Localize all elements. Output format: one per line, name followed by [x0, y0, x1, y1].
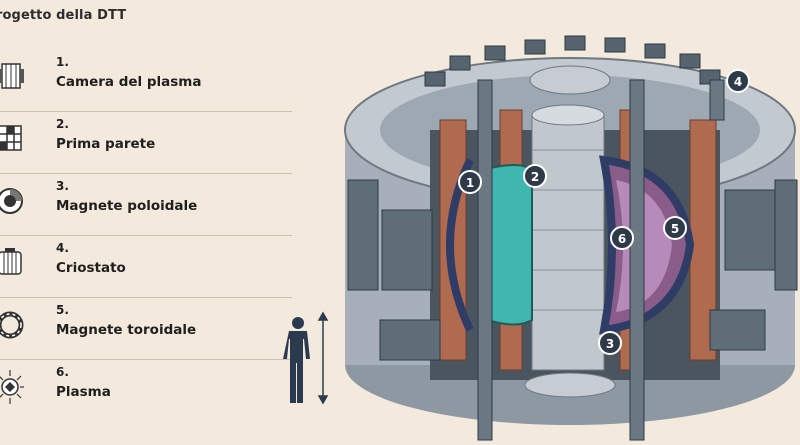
legend-number: 3.: [56, 179, 69, 193]
tokamak-diagram: 1 2 3 4 5 6: [283, 35, 798, 441]
marker-2: 2: [523, 164, 547, 188]
legend-number: 1.: [56, 55, 69, 69]
legend: 1. Camera del plasma 2. Prima parete 3. …: [0, 50, 292, 421]
cryostat-icon: [0, 248, 22, 275]
svg-text:6: 6: [618, 232, 626, 246]
first-wall: [481, 164, 533, 326]
legend-item-first-wall: 2. Prima parete: [0, 112, 292, 174]
toroidal-magnet-icon: [0, 311, 24, 339]
legend-number: 5.: [56, 303, 69, 317]
side-ports: [347, 179, 798, 361]
marker-6: 6: [610, 226, 634, 250]
legend-label: Criostato: [56, 260, 126, 276]
legend-label: Prima parete: [56, 136, 156, 152]
vertical-supports: [477, 79, 725, 441]
legend-label: Camera del plasma: [56, 74, 202, 90]
first-wall-icon: [0, 125, 22, 151]
legend-number: 2.: [56, 117, 69, 131]
svg-text:5: 5: [671, 222, 679, 236]
legend-item-cryostat: 4. Criostato: [0, 236, 292, 298]
top-ports: [424, 35, 721, 87]
plasma-chamber-icon: [0, 63, 24, 89]
legend-number: 6.: [56, 365, 69, 379]
cutaway-interior: [430, 104, 720, 380]
svg-text:3: 3: [606, 337, 614, 351]
legend-label: Magnete toroidale: [56, 322, 197, 338]
plasma-icon: [0, 370, 24, 404]
marker-4: 4: [726, 69, 750, 93]
human-scale-figure: [283, 317, 310, 403]
legend-item-plasma: 6. Plasma: [0, 360, 292, 421]
marker-3: 3: [598, 331, 622, 355]
page-title: rogetto della DTT: [0, 8, 127, 23]
bottom-cap: [524, 372, 616, 398]
legend-item-toroidal-magnet: 5. Magnete toroidale: [0, 298, 292, 360]
top-cap: [529, 65, 611, 95]
legend-number: 4.: [56, 241, 69, 255]
marker-1: 1: [458, 170, 482, 194]
height-arrow: [317, 311, 329, 405]
legend-label: Plasma: [56, 384, 111, 400]
svg-text:2: 2: [531, 170, 539, 184]
legend-item-poloidal-magnet: 3. Magnete poloidale: [0, 174, 292, 236]
legend-label: Magnete poloidale: [56, 198, 198, 214]
marker-5: 5: [663, 216, 687, 240]
svg-text:4: 4: [734, 75, 742, 89]
poloidal-magnet-icon: [0, 188, 23, 214]
central-solenoid: [531, 114, 605, 371]
legend-item-plasma-chamber: 1. Camera del plasma: [0, 50, 292, 112]
svg-text:1: 1: [466, 176, 474, 190]
